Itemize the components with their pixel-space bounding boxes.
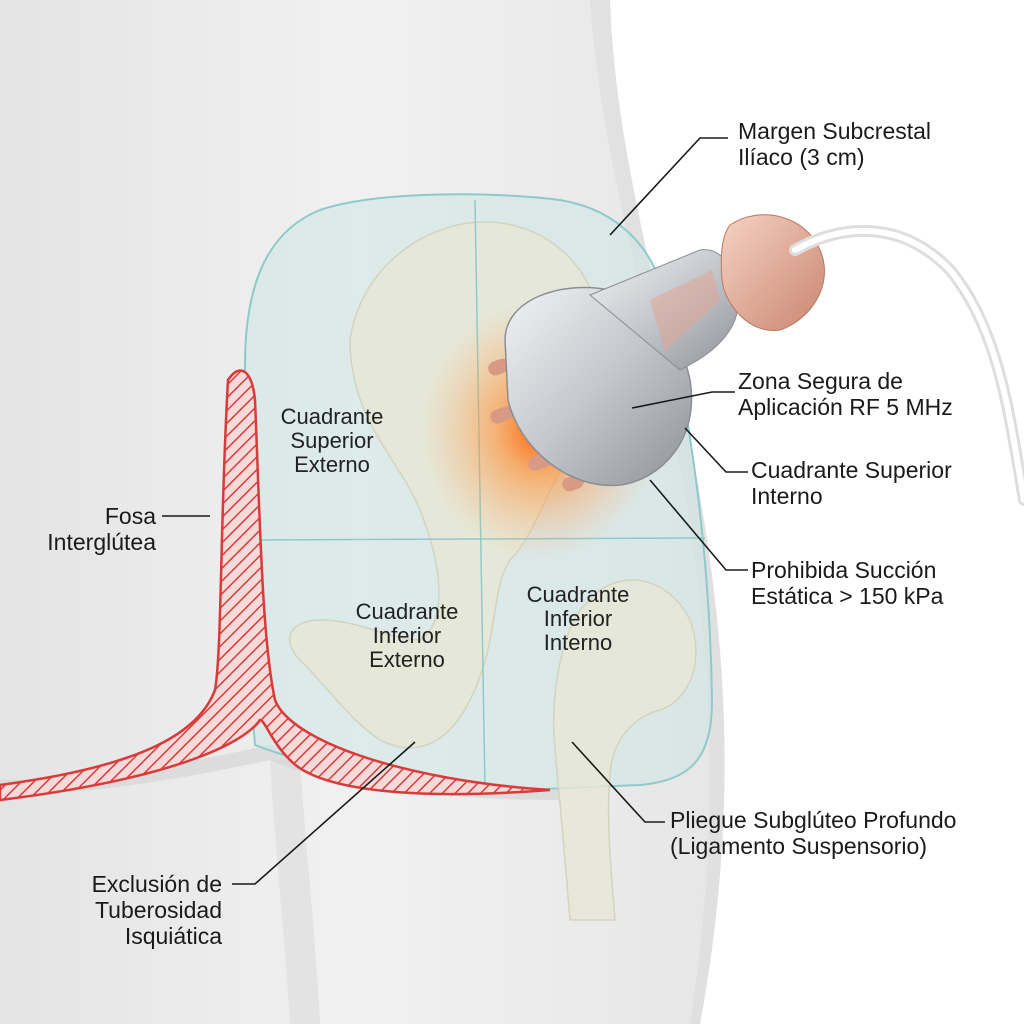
label-subgluteal-fold: Pliegue Subglúteo Profundo(Ligamento Sus… xyxy=(670,807,957,859)
leader-suction xyxy=(649,479,748,571)
leg-separation xyxy=(270,760,320,1024)
rf-handpiece-icon xyxy=(504,214,1024,506)
leader-lines xyxy=(162,137,748,885)
femur-bone xyxy=(552,579,697,921)
leader-tuberosity xyxy=(232,741,416,885)
leader-margin xyxy=(609,137,728,236)
leader-safe-zone xyxy=(631,391,735,409)
leader-fold xyxy=(571,741,665,823)
intergluteal-exclusion xyxy=(0,369,551,802)
leader-quad-sup-int xyxy=(684,427,748,473)
